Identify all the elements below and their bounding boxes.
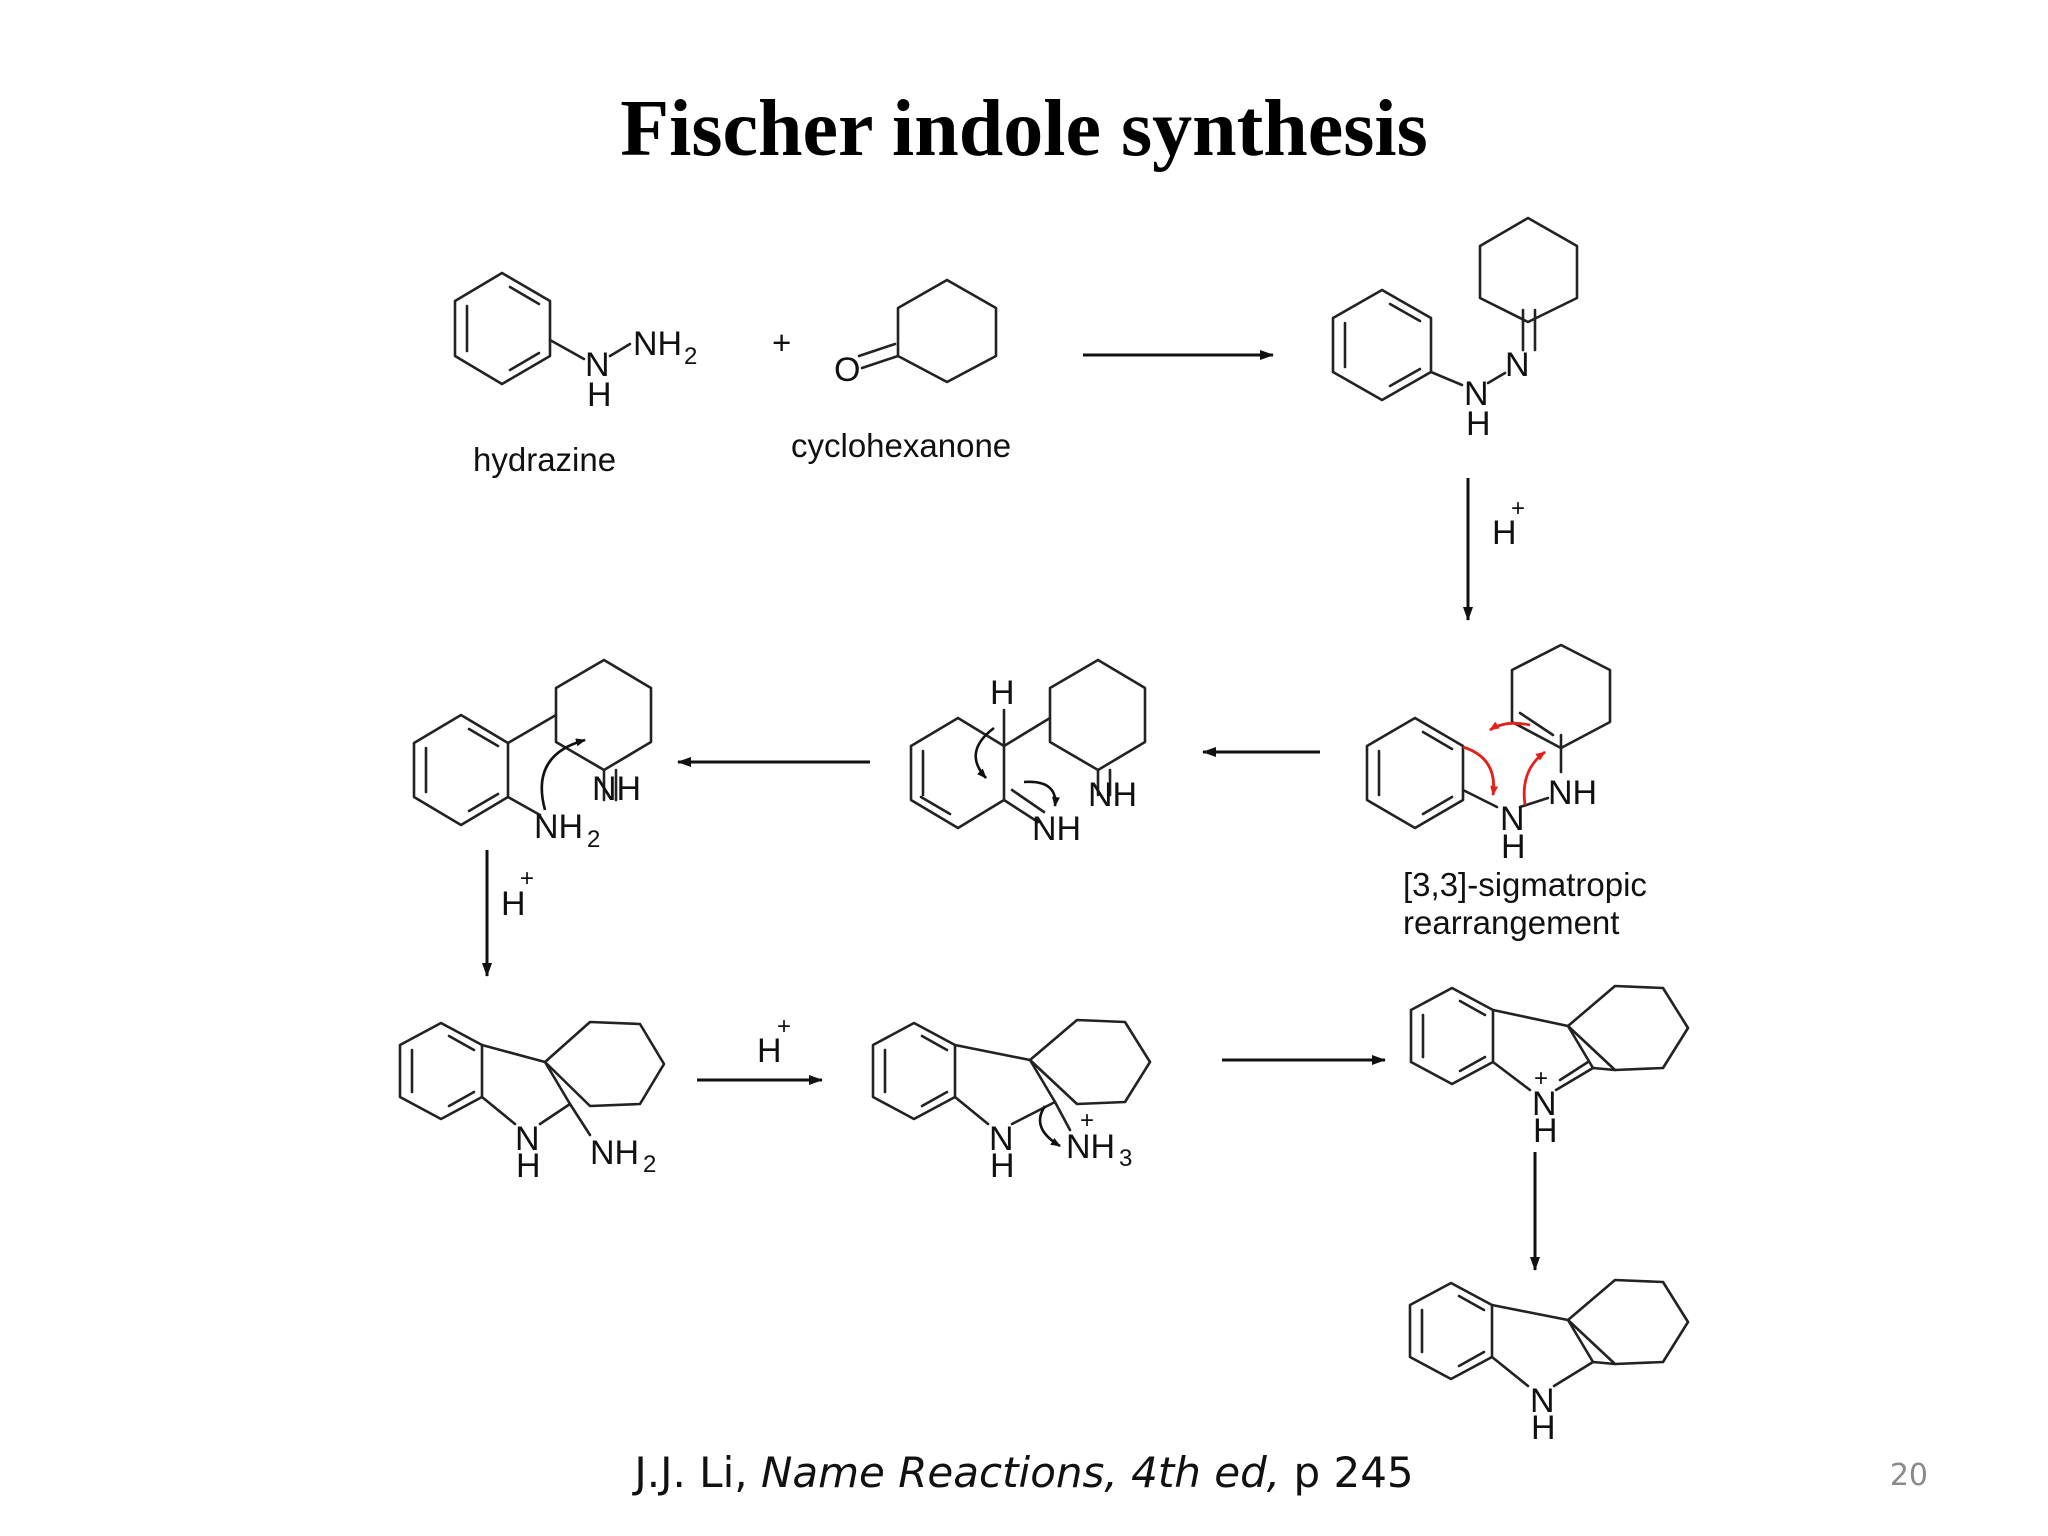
phenylhydrazone-structure: N H N — [1331, 216, 1579, 443]
protonated-aminal-structure: N H NH 3 + — [871, 1018, 1152, 1185]
page-number: 20 — [1889, 1458, 1928, 1493]
proton-charge: + — [777, 1013, 791, 1040]
charge-plus: + — [1080, 1107, 1094, 1134]
atom-nh3: NH — [1066, 1128, 1115, 1166]
atom-nh: NH — [592, 770, 641, 808]
ene-hydrazine-structure: N H NH — [1365, 643, 1612, 866]
label-rearrangement: rearrangement — [1403, 904, 1619, 941]
atom-n: N — [989, 1120, 1014, 1158]
subscript-2: 2 — [587, 826, 600, 853]
citation-page: p 245 — [1280, 1448, 1414, 1497]
atom-h: H — [990, 1147, 1015, 1185]
citation-author: J.J. Li, — [634, 1448, 761, 1497]
charge-plus: + — [1534, 1065, 1548, 1092]
indoleninium-structure: N H + — [1409, 984, 1690, 1150]
cyclohexanone-structure: O — [834, 278, 998, 389]
atom-n: N — [1505, 346, 1530, 384]
proton-h: H — [501, 885, 526, 923]
atom-n: N — [585, 346, 610, 384]
citation-work: Name Reactions, 4th ed, — [760, 1448, 1281, 1497]
plus-sign: + — [772, 324, 791, 361]
citation: J.J. Li, Name Reactions, 4th ed, p 245 — [0, 1448, 2048, 1497]
atom-n: N — [1464, 375, 1489, 413]
label-cyclohexanone: cyclohexanone — [791, 427, 1011, 464]
diimine-intermediate-structure: H NH NH — [909, 658, 1147, 848]
subscript-2: 2 — [643, 1151, 656, 1178]
proton-charge: + — [520, 865, 534, 892]
atom-nh2: NH — [633, 325, 682, 363]
atom-n: N — [1530, 1382, 1555, 1420]
proton-h: H — [1492, 514, 1517, 552]
amino-imine-structure: NH NH 2 — [412, 658, 653, 853]
atom-n: N — [1532, 1085, 1557, 1123]
atom-nh: NH — [1032, 810, 1081, 848]
atom-nh2: NH — [590, 1134, 639, 1172]
product-structure: N H — [1408, 1278, 1690, 1447]
atom-h: H — [990, 674, 1015, 712]
phenylhydrazine-structure: N H NH 2 — [453, 271, 697, 414]
proton-h: H — [757, 1032, 782, 1070]
proton-charge: + — [1511, 495, 1525, 522]
atom-n: N — [1500, 800, 1525, 838]
atom-h: H — [1466, 405, 1491, 443]
atom-h: H — [1533, 1112, 1558, 1150]
label-hydrazine: hydrazine — [473, 441, 616, 478]
atom-h: H — [1501, 828, 1526, 866]
slide-title: Fischer indole synthesis — [620, 85, 1428, 173]
atom-nh: NH — [1548, 774, 1597, 812]
atom-o: O — [834, 351, 860, 389]
subscript-2: 2 — [684, 343, 697, 370]
atom-n: N — [515, 1120, 540, 1158]
subscript-3: 3 — [1119, 1145, 1132, 1172]
aminal-structure: N H NH 2 — [398, 1020, 666, 1185]
atom-nh2: NH — [534, 808, 583, 846]
atom-h: H — [516, 1147, 541, 1185]
atom-h: H — [1531, 1409, 1556, 1447]
label-sigmatropic: [3,3]-sigmatropic — [1403, 866, 1647, 903]
atom-nh: NH — [1088, 776, 1137, 814]
atom-h: H — [587, 376, 612, 414]
